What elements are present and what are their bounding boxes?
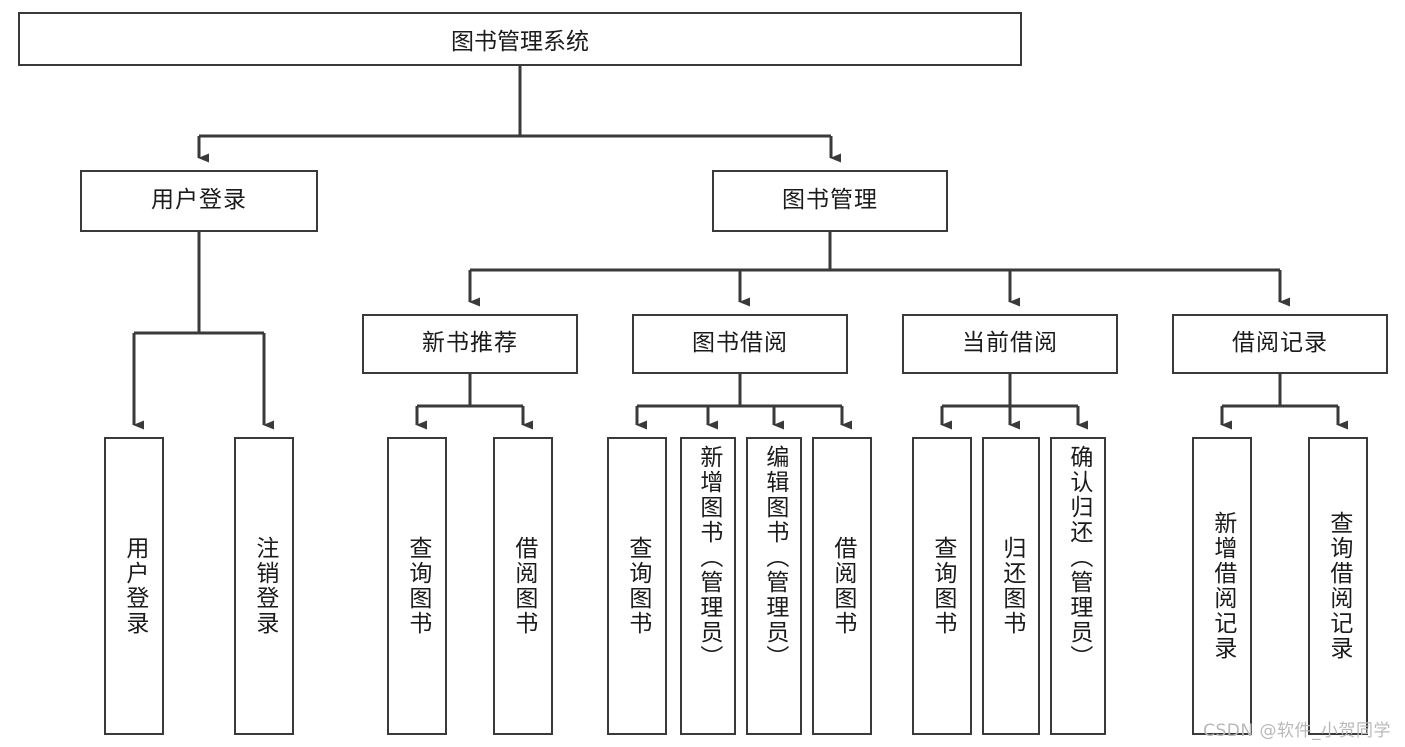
node-label: 当前借阅 [962, 330, 1058, 357]
leaf-borrow-book-rec[interactable]: 借阅图书 [493, 437, 553, 735]
node-label: 新书推荐 [422, 330, 518, 357]
leaf-query-borrow-record[interactable]: 查询借阅记录 [1308, 437, 1368, 735]
node-borrow-record[interactable]: 借阅记录 [1172, 314, 1388, 374]
leaf-edit-book-admin[interactable]: 编辑图书（管理员） [746, 437, 802, 735]
leaf-confirm-return-admin[interactable]: 确认归还（管理员） [1050, 437, 1106, 735]
node-label: 借阅图书 [510, 536, 537, 636]
leaf-borrow-book[interactable]: 借阅图书 [812, 437, 872, 735]
node-current-borrow[interactable]: 当前借阅 [902, 314, 1118, 374]
node-label: 图书借阅 [692, 330, 788, 357]
node-label: 查询图书 [929, 536, 956, 636]
watermark: CSDN @软件_小贺同学 [1203, 721, 1391, 741]
node-label: 新增图书（管理员） [695, 445, 722, 670]
node-label: 归还图书 [998, 536, 1025, 636]
node-label: 注销登录 [251, 536, 278, 636]
node-label: 借阅图书 [829, 536, 856, 636]
leaf-query-book-rec[interactable]: 查询图书 [387, 437, 447, 735]
leaf-query-book-current[interactable]: 查询图书 [912, 437, 972, 735]
node-label: 用户登录 [121, 536, 148, 636]
node-label: 图书管理 [782, 187, 878, 214]
node-root-system[interactable]: 图书管理系统 [18, 12, 1022, 66]
node-user-login[interactable]: 用户登录 [80, 170, 318, 232]
node-book-manage[interactable]: 图书管理 [712, 170, 948, 232]
node-label: 借阅记录 [1232, 330, 1328, 357]
leaf-add-borrow-record[interactable]: 新增借阅记录 [1192, 437, 1252, 735]
node-label: 用户登录 [151, 187, 247, 214]
leaf-logout[interactable]: 注销登录 [234, 437, 294, 735]
node-label: 查询图书 [624, 536, 651, 636]
leaf-user-login[interactable]: 用户登录 [104, 437, 164, 735]
node-new-book-rec[interactable]: 新书推荐 [362, 314, 578, 374]
node-label: 新增借阅记录 [1209, 511, 1236, 661]
node-label: 确认归还（管理员） [1065, 445, 1092, 670]
node-label: 查询图书 [404, 536, 431, 636]
leaf-add-book-admin[interactable]: 新增图书（管理员） [680, 437, 736, 735]
node-label: 查询借阅记录 [1325, 511, 1352, 661]
leaf-query-book-borrow[interactable]: 查询图书 [607, 437, 667, 735]
node-label: 图书管理系统 [451, 29, 589, 55]
leaf-return-book[interactable]: 归还图书 [982, 437, 1040, 735]
node-book-borrow[interactable]: 图书借阅 [632, 314, 848, 374]
node-label: 编辑图书（管理员） [761, 445, 788, 670]
